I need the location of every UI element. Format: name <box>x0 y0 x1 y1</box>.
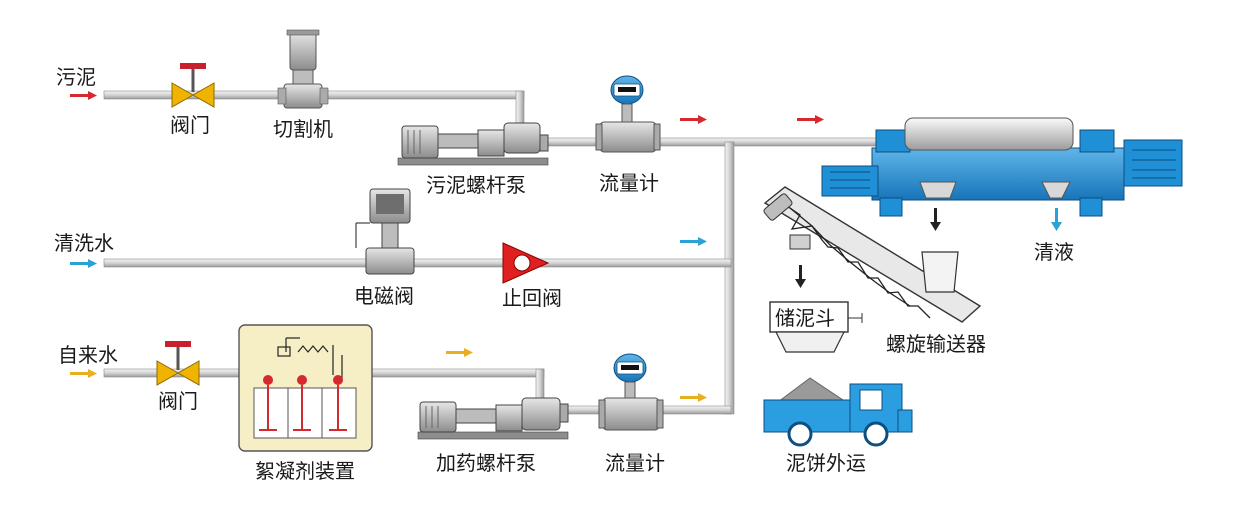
pipe-wash-water <box>103 258 732 268</box>
label-sludge-inlet: 污泥 <box>56 65 96 89</box>
flowmeter-top-icon <box>595 75 661 153</box>
arrow-tap-2 <box>680 393 707 402</box>
arrow-down-hopper <box>795 265 806 288</box>
arrow-down-clear <box>1051 208 1062 231</box>
label-solenoid-valve: 电磁阀 <box>354 284 414 308</box>
label-hopper: 储泥斗 <box>775 306 835 330</box>
check-valve-icon <box>502 242 550 284</box>
label-clear-liquid: 清液 <box>1034 240 1074 264</box>
arrow-wash-1 <box>680 237 707 246</box>
screw-conveyor-icon <box>763 186 982 323</box>
flow-arrows <box>70 91 1062 402</box>
valve-top-icon <box>171 63 215 108</box>
label-sludge-pump: 污泥螺杆泵 <box>426 173 526 197</box>
label-cake-transport: 泥饼外运 <box>786 451 866 475</box>
pipe-collector <box>724 141 735 415</box>
solenoid-valve-icon <box>355 188 415 275</box>
label-cutter: 切割机 <box>273 117 333 141</box>
arrow-down-cake <box>930 208 941 231</box>
label-valve-top: 阀门 <box>170 113 210 137</box>
label-screw-conveyor: 螺旋输送器 <box>886 332 986 356</box>
label-dosing-pump: 加药螺杆泵 <box>436 451 536 475</box>
labels: 污泥 清洗水 自来水 阀门 切割机 污泥螺杆泵 流量计 电磁阀 止回阀 阀门 絮… <box>54 65 1074 483</box>
centrifuge-icon <box>821 117 1183 217</box>
arrow-tap-in <box>70 369 97 378</box>
truck-icon <box>763 377 913 447</box>
label-valve-bottom: 阀门 <box>158 389 198 413</box>
arrow-sludge-1 <box>680 115 707 124</box>
hopper-icon <box>769 301 863 353</box>
arrow-tap-1 <box>446 348 473 357</box>
arrow-wash-in <box>70 259 97 268</box>
flowmeter-bottom-icon <box>598 353 664 431</box>
arrow-sludge-in <box>70 91 97 100</box>
valve-bottom-icon <box>156 341 200 386</box>
label-flocculant-unit: 絮凝剂装置 <box>255 459 355 483</box>
arrow-sludge-2 <box>797 115 824 124</box>
label-flowmeter-top: 流量计 <box>599 171 659 195</box>
label-tap-water: 自来水 <box>58 343 118 367</box>
cutter-icon <box>277 29 329 109</box>
label-flowmeter-bottom: 流量计 <box>605 451 665 475</box>
label-wash-water: 清洗水 <box>54 231 114 255</box>
pipe-sludge-down <box>515 90 525 126</box>
flocculant-unit-icon <box>238 324 373 452</box>
label-check-valve: 止回阀 <box>502 286 562 310</box>
sludge-pump-icon <box>397 122 549 166</box>
dosing-pump-icon <box>417 397 569 440</box>
